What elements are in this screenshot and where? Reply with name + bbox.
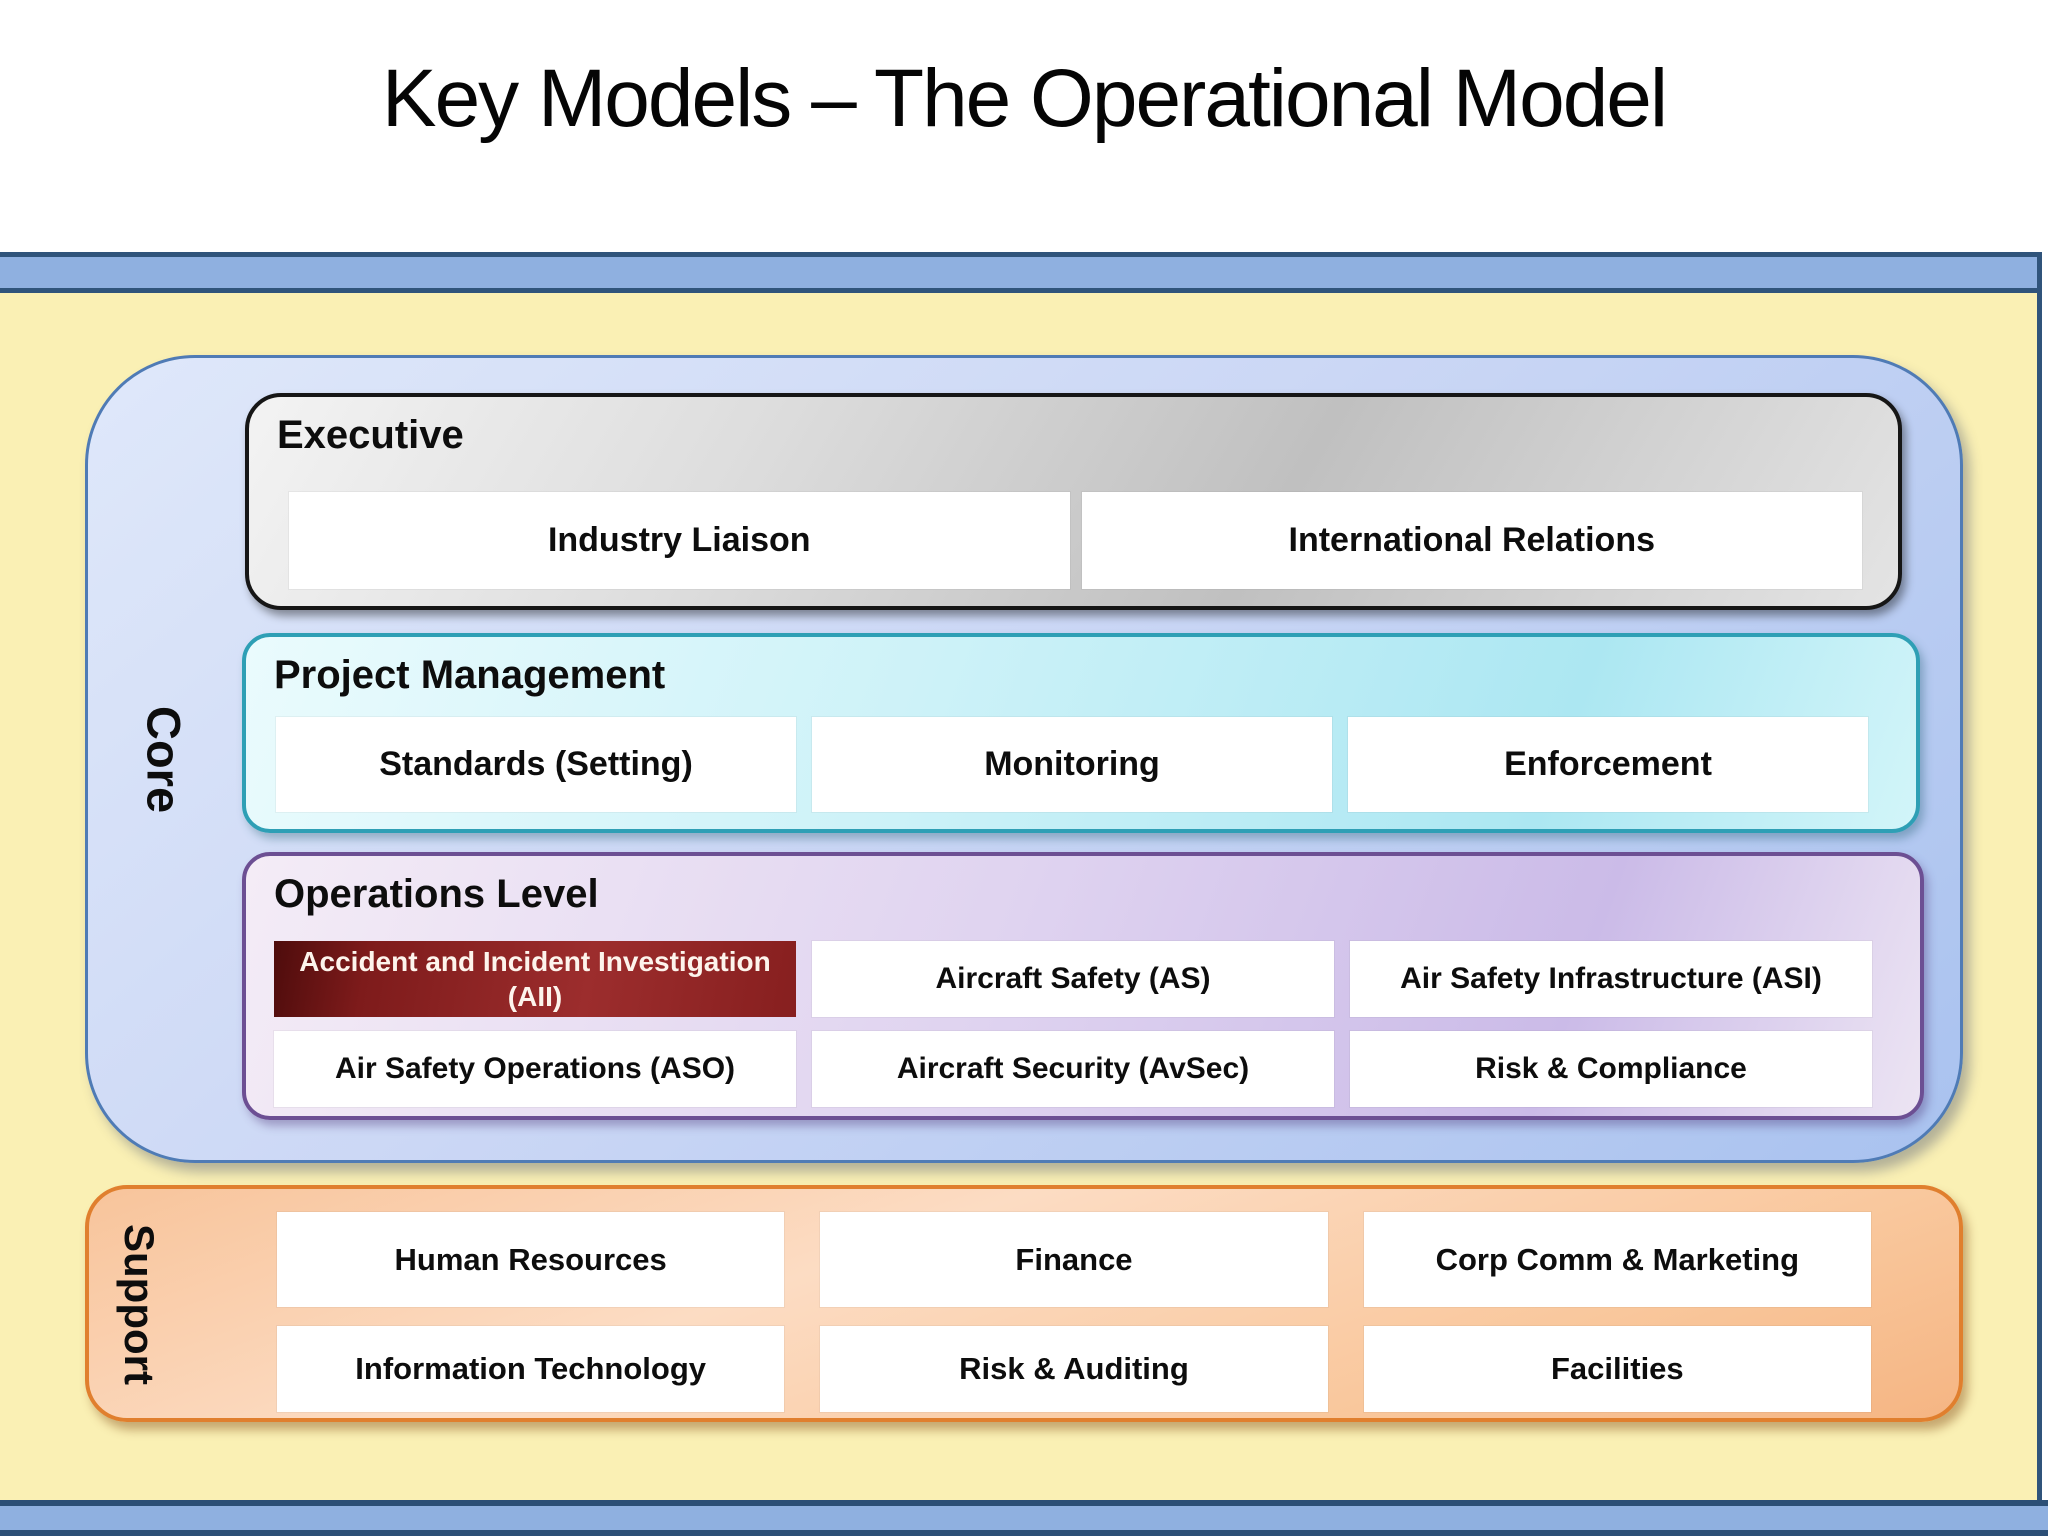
top-divider-bar (0, 252, 2042, 293)
bottom-divider-bar (0, 1500, 2048, 1536)
item-standards-setting: Standards (Setting) (276, 717, 796, 812)
aii-line1: Accident and Incident Investigation (299, 946, 771, 977)
core-label: Core (137, 706, 191, 814)
item-facilities: Facilities (1363, 1326, 1871, 1412)
item-aircraft-security: Aircraft Security (AvSec) (812, 1031, 1334, 1107)
item-risk-compliance: Risk & Compliance (1350, 1031, 1872, 1107)
executive-title: Executive (277, 413, 464, 457)
slide-title: Key Models – The Operational Model (381, 53, 1668, 144)
support-group: Human Resources Finance Corp Comm & Mark… (85, 1185, 1963, 1422)
operations-items-grid: Accident and Incident Investigation (AII… (274, 941, 1872, 1107)
item-air-safety-operations: Air Safety Operations (ASO) (274, 1031, 796, 1107)
item-human-resources: Human Resources (277, 1212, 785, 1307)
item-information-technology: Information Technology (277, 1326, 785, 1412)
item-aircraft-safety: Aircraft Safety (AS) (812, 941, 1334, 1017)
executive-items-row: Industry Liaison International Relations (289, 492, 1862, 589)
item-international-relations: International Relations (1081, 492, 1862, 589)
operations-section: Operations Level Accident and Incident I… (242, 852, 1924, 1120)
item-enforcement: Enforcement (1348, 717, 1868, 812)
support-label: Support (116, 1223, 163, 1385)
project-management-title: Project Management (274, 653, 666, 697)
item-monitoring: Monitoring (812, 717, 1332, 812)
item-corp-comm-marketing: Corp Comm & Marketing (1363, 1212, 1871, 1307)
item-accident-incident-investigation: Accident and Incident Investigation (AII… (274, 941, 796, 1017)
item-air-safety-infrastructure: Air Safety Infrastructure (ASI) (1350, 941, 1872, 1017)
aii-line2: (AII) (507, 981, 563, 1012)
operations-title: Operations Level (274, 872, 599, 916)
project-management-section: Project Management Standards (Setting) M… (242, 633, 1920, 833)
item-industry-liaison: Industry Liaison (289, 492, 1070, 589)
project-management-items-row: Standards (Setting) Monitoring Enforceme… (276, 717, 1868, 812)
item-finance: Finance (820, 1212, 1328, 1307)
item-risk-auditing: Risk & Auditing (820, 1326, 1328, 1412)
support-items-grid: Human Resources Finance Corp Comm & Mark… (277, 1212, 1871, 1412)
executive-section: Executive Industry Liaison International… (245, 393, 1902, 610)
